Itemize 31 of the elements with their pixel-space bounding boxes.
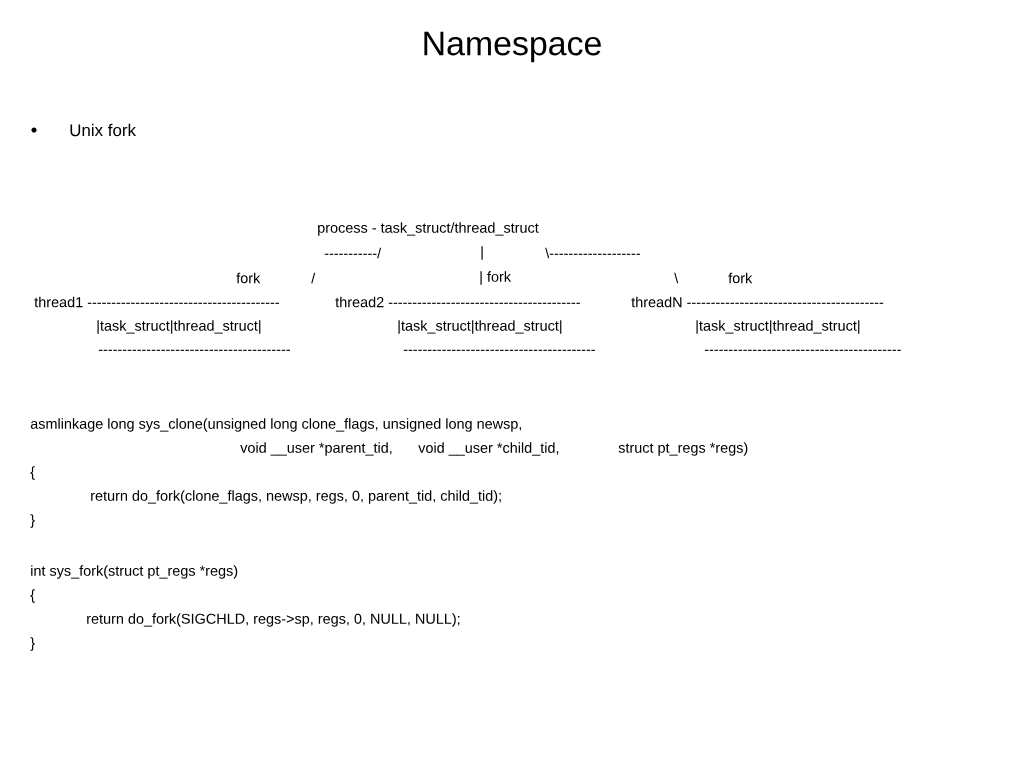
- ascii-diagram-text: ----------------------------------------: [98, 349, 290, 351]
- ascii-diagram-text: \-------------------: [545, 247, 640, 259]
- code-line: {: [30, 466, 35, 480]
- ascii-diagram-text: | fork: [480, 271, 512, 285]
- code-line: }: [30, 514, 35, 528]
- code-line: void __user *parent_tid,: [240, 442, 392, 456]
- ascii-diagram-text: process - task_struct/thread_struct: [318, 222, 539, 236]
- ascii-diagram-text: ----------------------------------------: [403, 349, 595, 351]
- bullet-text: Unix fork: [70, 123, 137, 137]
- ascii-diagram-text: -----------------------------------------: [704, 349, 901, 351]
- code-line: int sys_fork(struct pt_regs *regs): [31, 565, 238, 579]
- ascii-diagram-text: thread1 ----------------------------------------: [34, 296, 279, 308]
- ascii-diagram-text: fork: [236, 272, 261, 284]
- code-line: void __user *child_tid,: [418, 442, 559, 456]
- ascii-diagram-text: |task_struct|thread_struct|: [398, 320, 562, 334]
- code-line: struct pt_regs *regs): [618, 442, 748, 456]
- code-line: return do_fork(SIGCHLD, regs->sp, regs, 0, NULL, NULL);: [87, 613, 460, 627]
- code-line: }: [30, 637, 35, 651]
- ascii-diagram-text: \: [674, 272, 679, 284]
- code-line: return do_fork(clone_flags, newsp, regs, 0, parent_tid, child_tid);: [91, 490, 501, 504]
- ascii-diagram-text: /: [311, 272, 316, 284]
- slide-title: Namespace: [424, 31, 601, 63]
- ascii-diagram-text: |task_struct|thread_struct|: [696, 320, 860, 334]
- code-line: asmlinkage long sys_clone(unsigned long clone_flags, unsigned long newsp,: [30, 418, 522, 432]
- ascii-diagram-text: fork: [728, 272, 753, 284]
- code-line: {: [30, 589, 35, 603]
- ascii-diagram-text: thread2 ----------------------------------------: [335, 296, 580, 308]
- ascii-diagram-text: threadN -----------------------------------------: [631, 296, 884, 308]
- ascii-diagram-text: |task_struct|thread_struct|: [97, 320, 261, 334]
- ascii-diagram-text: -----------/: [324, 247, 382, 259]
- ascii-diagram-text: |: [481, 246, 483, 260]
